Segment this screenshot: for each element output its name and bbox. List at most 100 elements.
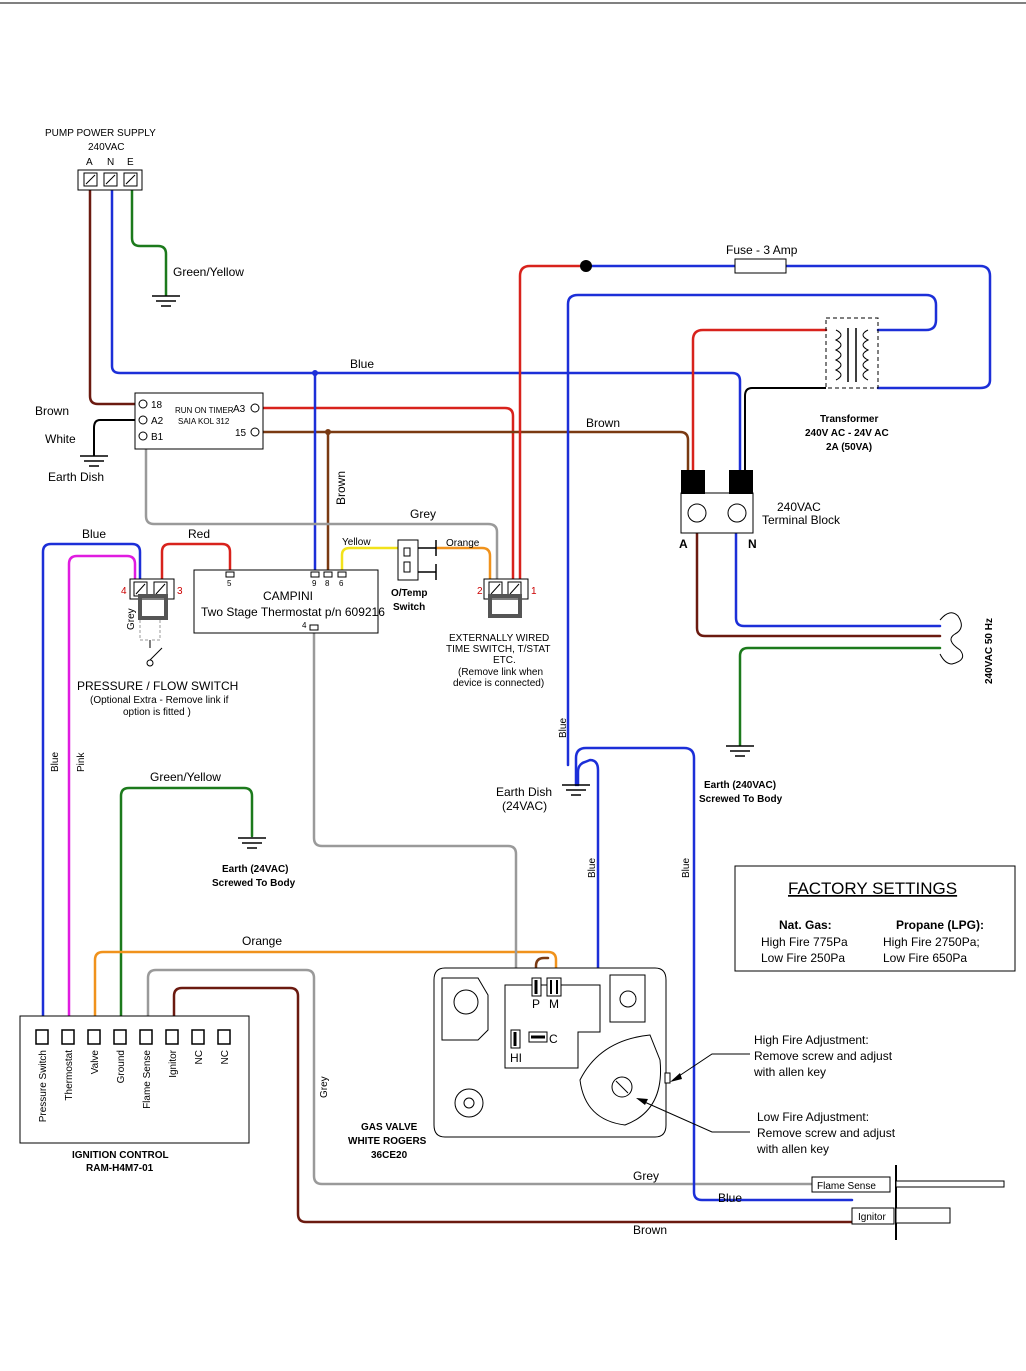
ext-l1: EXTERNALLY WIRED: [449, 633, 549, 644]
junction-dot: [580, 260, 592, 272]
ps-title: PRESSURE / FLOW SWITCH: [77, 679, 238, 693]
ext-switch-terminal: 2 1 EXTERNALLY WIRED TIME SWITCH, T/STAT…: [446, 578, 550, 689]
flame-sense-ignitor: Flame Sense Ignitor: [811, 1165, 1005, 1240]
factory-nat-low: Low Fire 250Pa: [761, 951, 845, 965]
label-orange-bottom: Orange: [242, 934, 282, 948]
label-blue-lower: Blue: [587, 858, 598, 878]
wire-red-top: [518, 264, 588, 582]
gv-m: M: [549, 997, 559, 1011]
earth-symbol-240: [726, 745, 754, 757]
label-brown-bottom: Brown: [633, 1223, 667, 1237]
wire-grey-b1: [144, 444, 499, 582]
transformer-l3: 2A (50VA): [826, 442, 872, 453]
earth-24-dish-l1: Earth Dish: [496, 785, 552, 799]
ext-l3: ETC.: [493, 655, 516, 666]
factory-nat-high: High Fire 775Pa: [761, 935, 848, 949]
pump-voltage: 240VAC: [88, 142, 125, 153]
factory-lpg-high: High Fire 2750Pa;: [883, 935, 980, 949]
label-brown-vert: Brown: [334, 471, 348, 505]
ignition-terminal-label: Pressure Switch: [38, 1050, 49, 1122]
timer-line2: SAIA KOL 312: [178, 417, 230, 426]
wire-orange-valve: [93, 950, 558, 1034]
ignition-terminal: [165, 1029, 179, 1045]
wire-blue-transformer: [566, 293, 938, 767]
terminal-n: N: [748, 537, 757, 551]
ext-l5: device is connected): [453, 678, 544, 689]
ign-title: IGNITION CONTROL: [72, 1150, 169, 1161]
flame-sense-label: Flame Sense: [817, 1181, 876, 1192]
adjustment-pointers: [636, 1053, 750, 1133]
timer-ta2: A2: [151, 416, 164, 427]
earth-24-l2: Screwed To Body: [212, 878, 296, 889]
pump-title: PUMP POWER SUPPLY: [45, 128, 156, 139]
factory-settings-box: FACTORY SETTINGS Nat. Gas: High Fire 775…: [734, 865, 1016, 972]
ext-l2: TIME SWITCH, T/STAT: [446, 644, 550, 655]
wire-green-ignition: [119, 786, 254, 1034]
label-white-left: White: [45, 432, 76, 446]
label-pink-vert: Pink: [76, 752, 87, 772]
earth-symbol-24: [238, 837, 266, 849]
label-blue-top: Blue: [350, 357, 374, 371]
ps-n4: 4: [121, 586, 127, 597]
otemp-l2: Switch: [393, 602, 425, 613]
low-fire-l1: Low Fire Adjustment:: [757, 1110, 869, 1124]
timer-line1: RUN ON TIMER: [175, 406, 234, 415]
wire-yellow: [340, 546, 400, 574]
tstat-p4: 4: [302, 621, 307, 630]
ext-l4: (Remove link when: [458, 667, 543, 678]
ignition-terminal-label: Valve: [90, 1050, 101, 1075]
label-green-yellow: Green/Yellow: [173, 265, 244, 279]
gv-l1: GAS VALVE: [361, 1122, 418, 1133]
label-blue-vert: Blue: [50, 752, 61, 772]
high-fire-l3: with allen key: [753, 1065, 826, 1079]
otemp-l1: O/Temp: [391, 588, 427, 599]
transformer-l1: Transformer: [820, 414, 878, 425]
otemp-switch: O/Temp Switch: [391, 539, 437, 613]
earth-symbol-24-dish: [562, 784, 590, 796]
wire-pump-green: [130, 188, 168, 297]
tstat-p6: 6: [339, 579, 344, 588]
pump-screw-n: [103, 172, 118, 187]
tstat-p9: 9: [312, 579, 317, 588]
run-on-timer: 18 A2 B1 A3 15 RUN ON TIMER SAIA KOL 312: [134, 392, 264, 450]
factory-lpg-head: Propane (LPG):: [896, 918, 984, 932]
factory-lpg-low: Low Fire 650Pa: [883, 951, 967, 965]
pump-term-a: A: [86, 157, 93, 168]
pump-screw-e: [123, 172, 138, 187]
label-grey-bottom: Grey: [633, 1169, 659, 1183]
label-yellow: Yellow: [342, 537, 371, 548]
fuse: Fuse - 3 Amp: [726, 243, 798, 274]
ignitor-label: Ignitor: [858, 1212, 886, 1223]
earth-24-l1: Earth (24VAC): [222, 864, 289, 875]
terminal-l2: Terminal Block: [762, 513, 841, 527]
timer-t18: 18: [151, 400, 163, 411]
label-blue-left: Blue: [82, 527, 106, 541]
wire-blue-right-long: [574, 746, 854, 1202]
timer-t15: 15: [235, 428, 247, 439]
ignition-terminal-label: NC: [220, 1050, 231, 1064]
gv-hi: HI: [510, 1051, 522, 1065]
ps-note1: (Optional Extra - Remove link if: [90, 695, 229, 706]
ps-n3: 3: [177, 586, 183, 597]
label-brown-mid: Brown: [586, 416, 620, 430]
junction-dot-blue: [312, 370, 318, 376]
timer-ta3: A3: [233, 404, 246, 415]
low-fire-l3: with allen key: [756, 1142, 829, 1156]
earth-240-l1: Earth (240VAC): [704, 780, 776, 791]
ignition-terminal: [191, 1029, 205, 1045]
factory-title: FACTORY SETTINGS: [788, 879, 957, 898]
fuse-label: Fuse - 3 Amp: [726, 243, 798, 257]
wire-orange-otemp: [434, 546, 492, 582]
label-blue-mid: Blue: [558, 718, 569, 738]
wire-mains-blue: [734, 530, 942, 628]
high-fire-l1: High Fire Adjustment:: [754, 1033, 869, 1047]
mains-plug-symbol: 240VAC 50 Hz: [939, 612, 995, 684]
wire-earth-dish-black: [93, 419, 135, 456]
label-earth-dish: Earth Dish: [48, 470, 104, 484]
label-orange-top: Orange: [446, 538, 480, 549]
terminal-l1: 240VAC: [777, 500, 821, 514]
label-blue-bottom: Blue: [718, 1191, 742, 1205]
wire-black-transformer: [744, 387, 826, 470]
wire-pink-left: [67, 554, 137, 1034]
